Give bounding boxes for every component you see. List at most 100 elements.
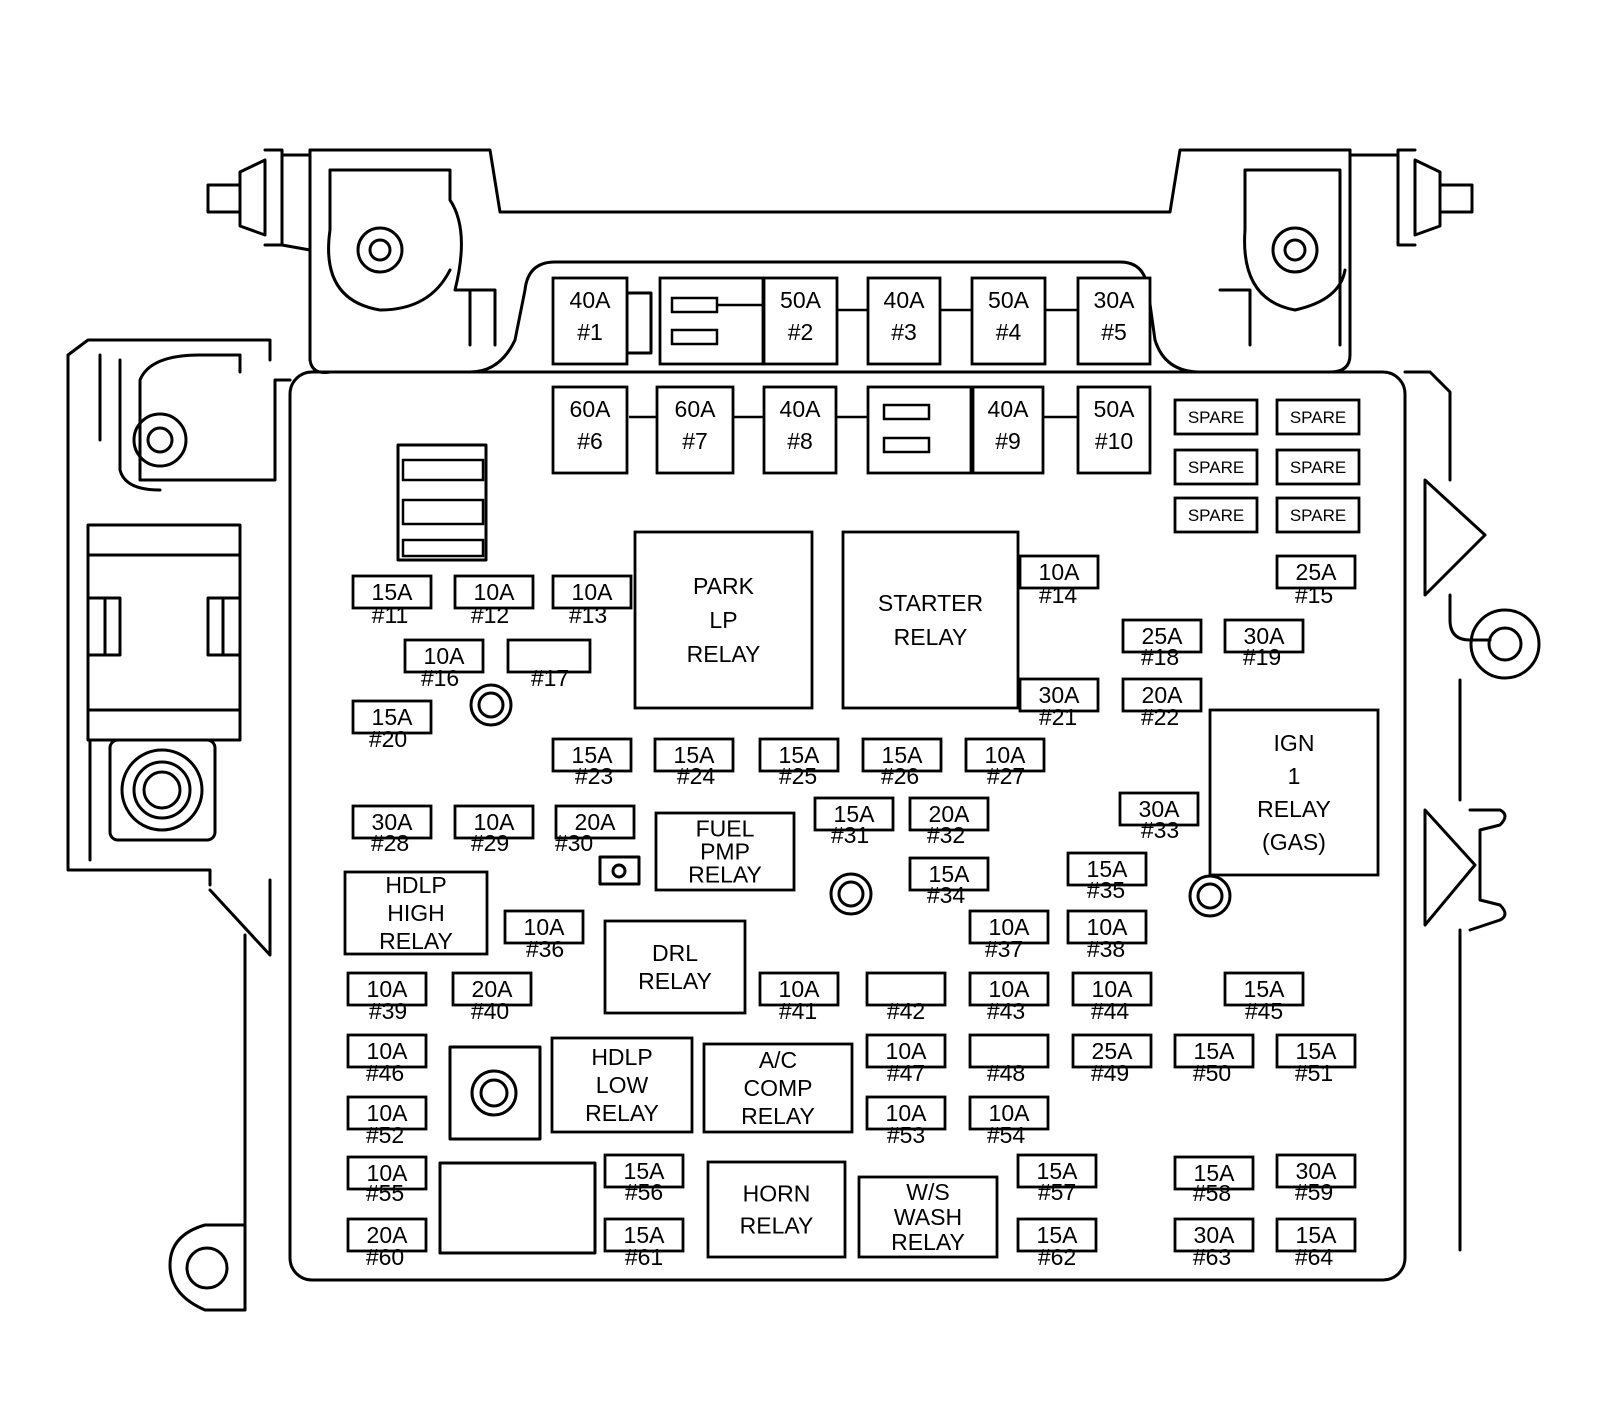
fuse-4-rating: 50A <box>988 287 1030 313</box>
fuse-9-body <box>971 385 1045 475</box>
fuse-42: #42 <box>865 971 947 1024</box>
fuse-1-rating: 40A <box>570 287 612 313</box>
fuse-43-body <box>968 971 1050 1007</box>
fuse-56-body <box>603 1153 685 1189</box>
fuse-30-number: #30 <box>555 830 593 856</box>
fuse-3: 40A#3 <box>866 276 942 366</box>
fuse-31-body <box>813 796 895 832</box>
fuse-26-body <box>861 737 943 773</box>
relay-fuel-pmp-label: RELAY <box>688 862 762 888</box>
fuse-29-number: #29 <box>471 830 509 856</box>
relay-drl-body <box>603 919 747 1015</box>
fuse-54-number: #54 <box>987 1122 1026 1148</box>
fuse-10: 50A#10 <box>1076 385 1152 475</box>
fuse-20: 15A#20 <box>351 699 433 752</box>
spare-label: SPARE <box>1188 408 1244 427</box>
relay-fuel-pmp-label: PMP <box>700 839 750 865</box>
fuse-30-rating: 20A <box>575 809 617 835</box>
fuse-45: 15A#45 <box>1223 971 1305 1024</box>
fuse-43-rating: 10A <box>989 976 1031 1002</box>
fuse-1-body <box>551 276 629 366</box>
fuse-42-number: #42 <box>887 998 925 1024</box>
fuse-3-body <box>866 276 942 366</box>
fuse-61: 15A#61 <box>603 1217 685 1270</box>
fuse-19-rating: 30A <box>1244 623 1286 649</box>
fuse-7: 60A#7 <box>655 385 735 475</box>
relay-horn-label: HORN <box>743 1181 811 1207</box>
fuse-17-number: #17 <box>531 665 569 691</box>
fuse-32: 20A#32 <box>908 796 990 848</box>
fuse-36-rating: 10A <box>524 914 566 940</box>
relay-hdlp-low-body <box>550 1036 694 1134</box>
relay-hdlp-high-label: HDLP <box>385 872 446 898</box>
fuse-56-number: #56 <box>625 1179 663 1205</box>
fuse-61-number: #61 <box>625 1244 663 1270</box>
fuse-36: 10A#36 <box>503 909 585 962</box>
fuse-15-rating: 25A <box>1296 559 1338 585</box>
fuse-22: 20A#22 <box>1121 677 1203 730</box>
fuse-53-rating: 10A <box>886 1100 928 1126</box>
fuse-49-rating: 25A <box>1092 1038 1134 1064</box>
fuse-10-body <box>1076 385 1152 475</box>
fuse-6-rating: 60A <box>570 396 612 422</box>
fuse-33: 30A#33 <box>1118 791 1200 843</box>
fuse-40-rating: 20A <box>472 976 514 1002</box>
fuse-23: 15A#23 <box>551 737 633 789</box>
spare-label: SPARE <box>1188 458 1244 477</box>
fuse-56: 15A#56 <box>603 1153 685 1205</box>
spare-slot: SPARE <box>1275 448 1361 486</box>
fuse-50-rating: 15A <box>1194 1038 1236 1064</box>
fuse-48-body <box>968 1033 1050 1069</box>
spare-label: SPARE <box>1290 506 1346 525</box>
relay-fuel-pmp-body <box>654 811 796 892</box>
fuse-21-body <box>1018 677 1100 713</box>
fuse-5: 30A#5 <box>1076 276 1152 366</box>
fuse-52-body <box>346 1095 428 1131</box>
fuse-28-rating: 30A <box>372 809 414 835</box>
fuse-33-number: #33 <box>1141 817 1179 843</box>
fuse-7-number: #7 <box>682 428 708 454</box>
fuse-24-rating: 15A <box>674 742 716 768</box>
fuse-55: 10A#55 <box>346 1155 428 1206</box>
fuse-44: 10A#44 <box>1071 971 1153 1024</box>
fuse-43-number: #43 <box>987 998 1025 1024</box>
fuse-6-body <box>551 385 629 475</box>
fuse-37: 10A#37 <box>968 909 1050 962</box>
relay-ign1-label: IGN <box>1274 730 1315 756</box>
fuse-40-number: #40 <box>471 998 509 1024</box>
fuse-53: 10A#53 <box>865 1095 947 1148</box>
fuse-37-body <box>968 909 1050 945</box>
fuse-50-number: #50 <box>1193 1060 1231 1086</box>
fuse-43: 10A#43 <box>968 971 1050 1024</box>
fuse-27-number: #27 <box>987 763 1025 789</box>
fuse-57-rating: 15A <box>1037 1158 1079 1184</box>
fuse-54-rating: 10A <box>989 1100 1031 1126</box>
fuse-59: 30A#59 <box>1275 1153 1357 1205</box>
fuse-16-body <box>403 638 485 674</box>
fuse-58-rating: 15A <box>1194 1160 1236 1186</box>
spare-slot: SPARE <box>1275 496 1361 534</box>
fuse-47-rating: 10A <box>886 1038 928 1064</box>
fuse-25-body <box>758 737 840 773</box>
relay-ign1-label: (GAS) <box>1262 829 1326 855</box>
fuse-64-number: #64 <box>1295 1244 1334 1270</box>
fuse-49: 25A#49 <box>1071 1033 1153 1086</box>
fuse-57-number: #57 <box>1038 1179 1076 1205</box>
fuse-31: 15A#31 <box>813 796 895 848</box>
fuse-63: 30A#63 <box>1173 1217 1255 1270</box>
relay-ac-comp-label: A/C <box>759 1047 797 1073</box>
spare-label: SPARE <box>1188 506 1244 525</box>
fuse-29: 10A#29 <box>453 804 535 856</box>
relay-ac-comp-label: RELAY <box>741 1103 815 1129</box>
fuse-34-body <box>908 856 990 892</box>
fuse-12: 10A#12 <box>453 574 535 628</box>
fuse-36-body <box>503 909 585 945</box>
fuse-26-rating: 15A <box>882 742 924 768</box>
fuse-17-body <box>506 638 592 674</box>
fuse-35-body <box>1066 851 1148 887</box>
fuse-58-number: #58 <box>1193 1180 1231 1206</box>
fuse-38-rating: 10A <box>1087 914 1129 940</box>
fuse-5-number: #5 <box>1101 319 1127 345</box>
